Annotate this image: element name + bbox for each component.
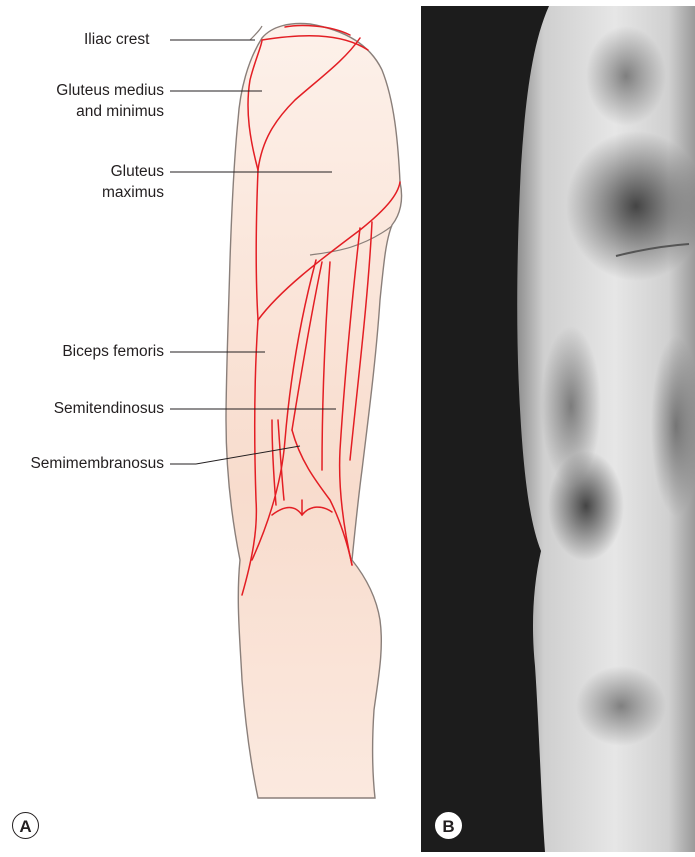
label-gluteus-medius-line2: and minimus: [22, 102, 164, 121]
label-gluteus-medius-line1: Gluteus medius: [22, 81, 164, 100]
label-iliac-crest: Iliac crest: [84, 30, 149, 49]
iliac-crest-outline: [250, 26, 262, 40]
leg-silhouette: [226, 24, 402, 798]
label-semimembranosus: Semimembranosus: [0, 454, 164, 473]
leg-illustration: [0, 0, 420, 852]
panel-a-badge: A: [12, 812, 39, 839]
illustration-panel-a: Iliac crest Gluteus medius and minimus G…: [0, 0, 420, 852]
label-gluteus-maximus-line2: maximus: [22, 183, 164, 202]
panel-b-badge: B: [435, 812, 462, 839]
leg-photograph: [421, 6, 695, 852]
photo-panel-b: B: [421, 6, 695, 852]
label-biceps-femoris: Biceps femoris: [0, 342, 164, 361]
label-semitendinosus: Semitendinosus: [0, 399, 164, 418]
label-gluteus-maximus-line1: Gluteus: [22, 162, 164, 181]
